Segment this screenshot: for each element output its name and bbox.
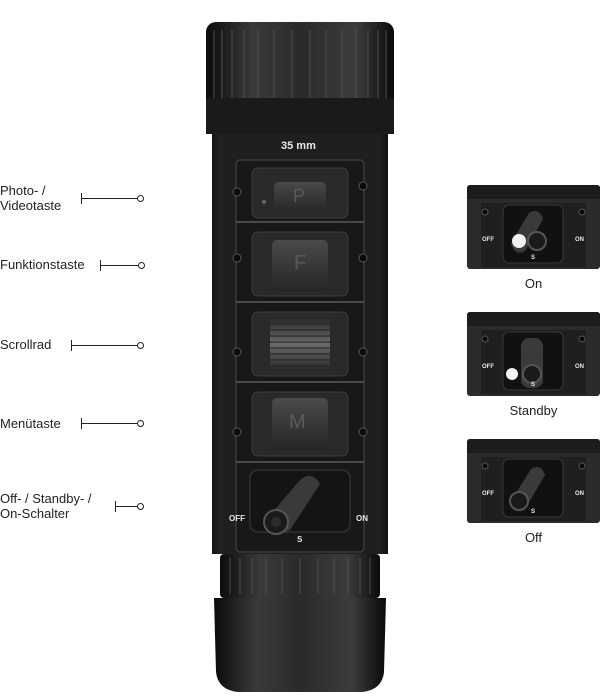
callout-leader-line bbox=[81, 418, 144, 429]
thumb-s-label: S bbox=[531, 509, 536, 515]
switch-state-on-image: OFF ON S bbox=[467, 185, 600, 269]
callout-label: Videotaste bbox=[0, 198, 62, 213]
callout-leader-line bbox=[100, 260, 145, 271]
screw bbox=[232, 181, 368, 437]
callout-label: Off- / Standby- / bbox=[0, 491, 92, 506]
switch-on-label: ON bbox=[356, 514, 368, 523]
scroll-wheel[interactable] bbox=[251, 311, 349, 377]
m-button-label: M bbox=[289, 411, 306, 433]
state-standby-caption: Standby bbox=[509, 403, 558, 418]
state-off-caption: Off bbox=[524, 530, 543, 545]
eyepiece-ring[interactable] bbox=[220, 554, 380, 598]
lens-focal-length-label: 35 mm bbox=[281, 140, 316, 152]
callout-label: Scrollrad bbox=[0, 337, 52, 352]
thumb-off-label: OFF bbox=[482, 491, 494, 497]
state-on-caption: On bbox=[524, 276, 543, 291]
callout-label: Funktionstaste bbox=[0, 257, 85, 272]
thumb-on-label: ON bbox=[575, 237, 584, 243]
callout-leader-line bbox=[115, 501, 144, 512]
callout-label: Menütaste bbox=[0, 416, 61, 431]
callout-label: Photo- / bbox=[0, 183, 46, 198]
thumb-on-label: ON bbox=[575, 491, 584, 497]
eyecup bbox=[214, 598, 386, 692]
callout-power-switch: Off- / Standby- / On-Schalter bbox=[0, 491, 92, 521]
switch-off-label: OFF bbox=[229, 514, 245, 523]
thumb-s-label: S bbox=[531, 382, 536, 388]
function-button[interactable] bbox=[251, 231, 349, 297]
f-button-label: F bbox=[294, 252, 307, 274]
photo-video-button[interactable] bbox=[251, 167, 349, 219]
callout-scroll-wheel: Scrollrad bbox=[0, 337, 51, 352]
switch-standby-label: S bbox=[297, 535, 303, 544]
callout-leader-line bbox=[71, 340, 144, 351]
thumb-s-label: S bbox=[531, 255, 536, 261]
power-switch[interactable] bbox=[249, 469, 351, 535]
callout-label: On-Schalter bbox=[0, 506, 70, 521]
menu-button[interactable] bbox=[251, 391, 349, 457]
switch-state-standby-image: OFF ON S bbox=[467, 312, 600, 396]
callout-menu-button: Menütaste bbox=[0, 416, 61, 431]
thumb-off-label: OFF bbox=[482, 237, 494, 243]
thumb-off-label: OFF bbox=[482, 364, 494, 370]
lens-focus-ring[interactable] bbox=[206, 22, 394, 134]
p-button-label: P bbox=[293, 186, 306, 206]
callout-function-button: Funktionstaste bbox=[0, 257, 85, 272]
thumb-on-label: ON bbox=[575, 364, 584, 370]
callout-photo-video-button: Photo- / Videotaste bbox=[0, 183, 61, 213]
switch-state-off-image: OFF ON S bbox=[467, 439, 600, 523]
callout-leader-line bbox=[81, 193, 144, 204]
